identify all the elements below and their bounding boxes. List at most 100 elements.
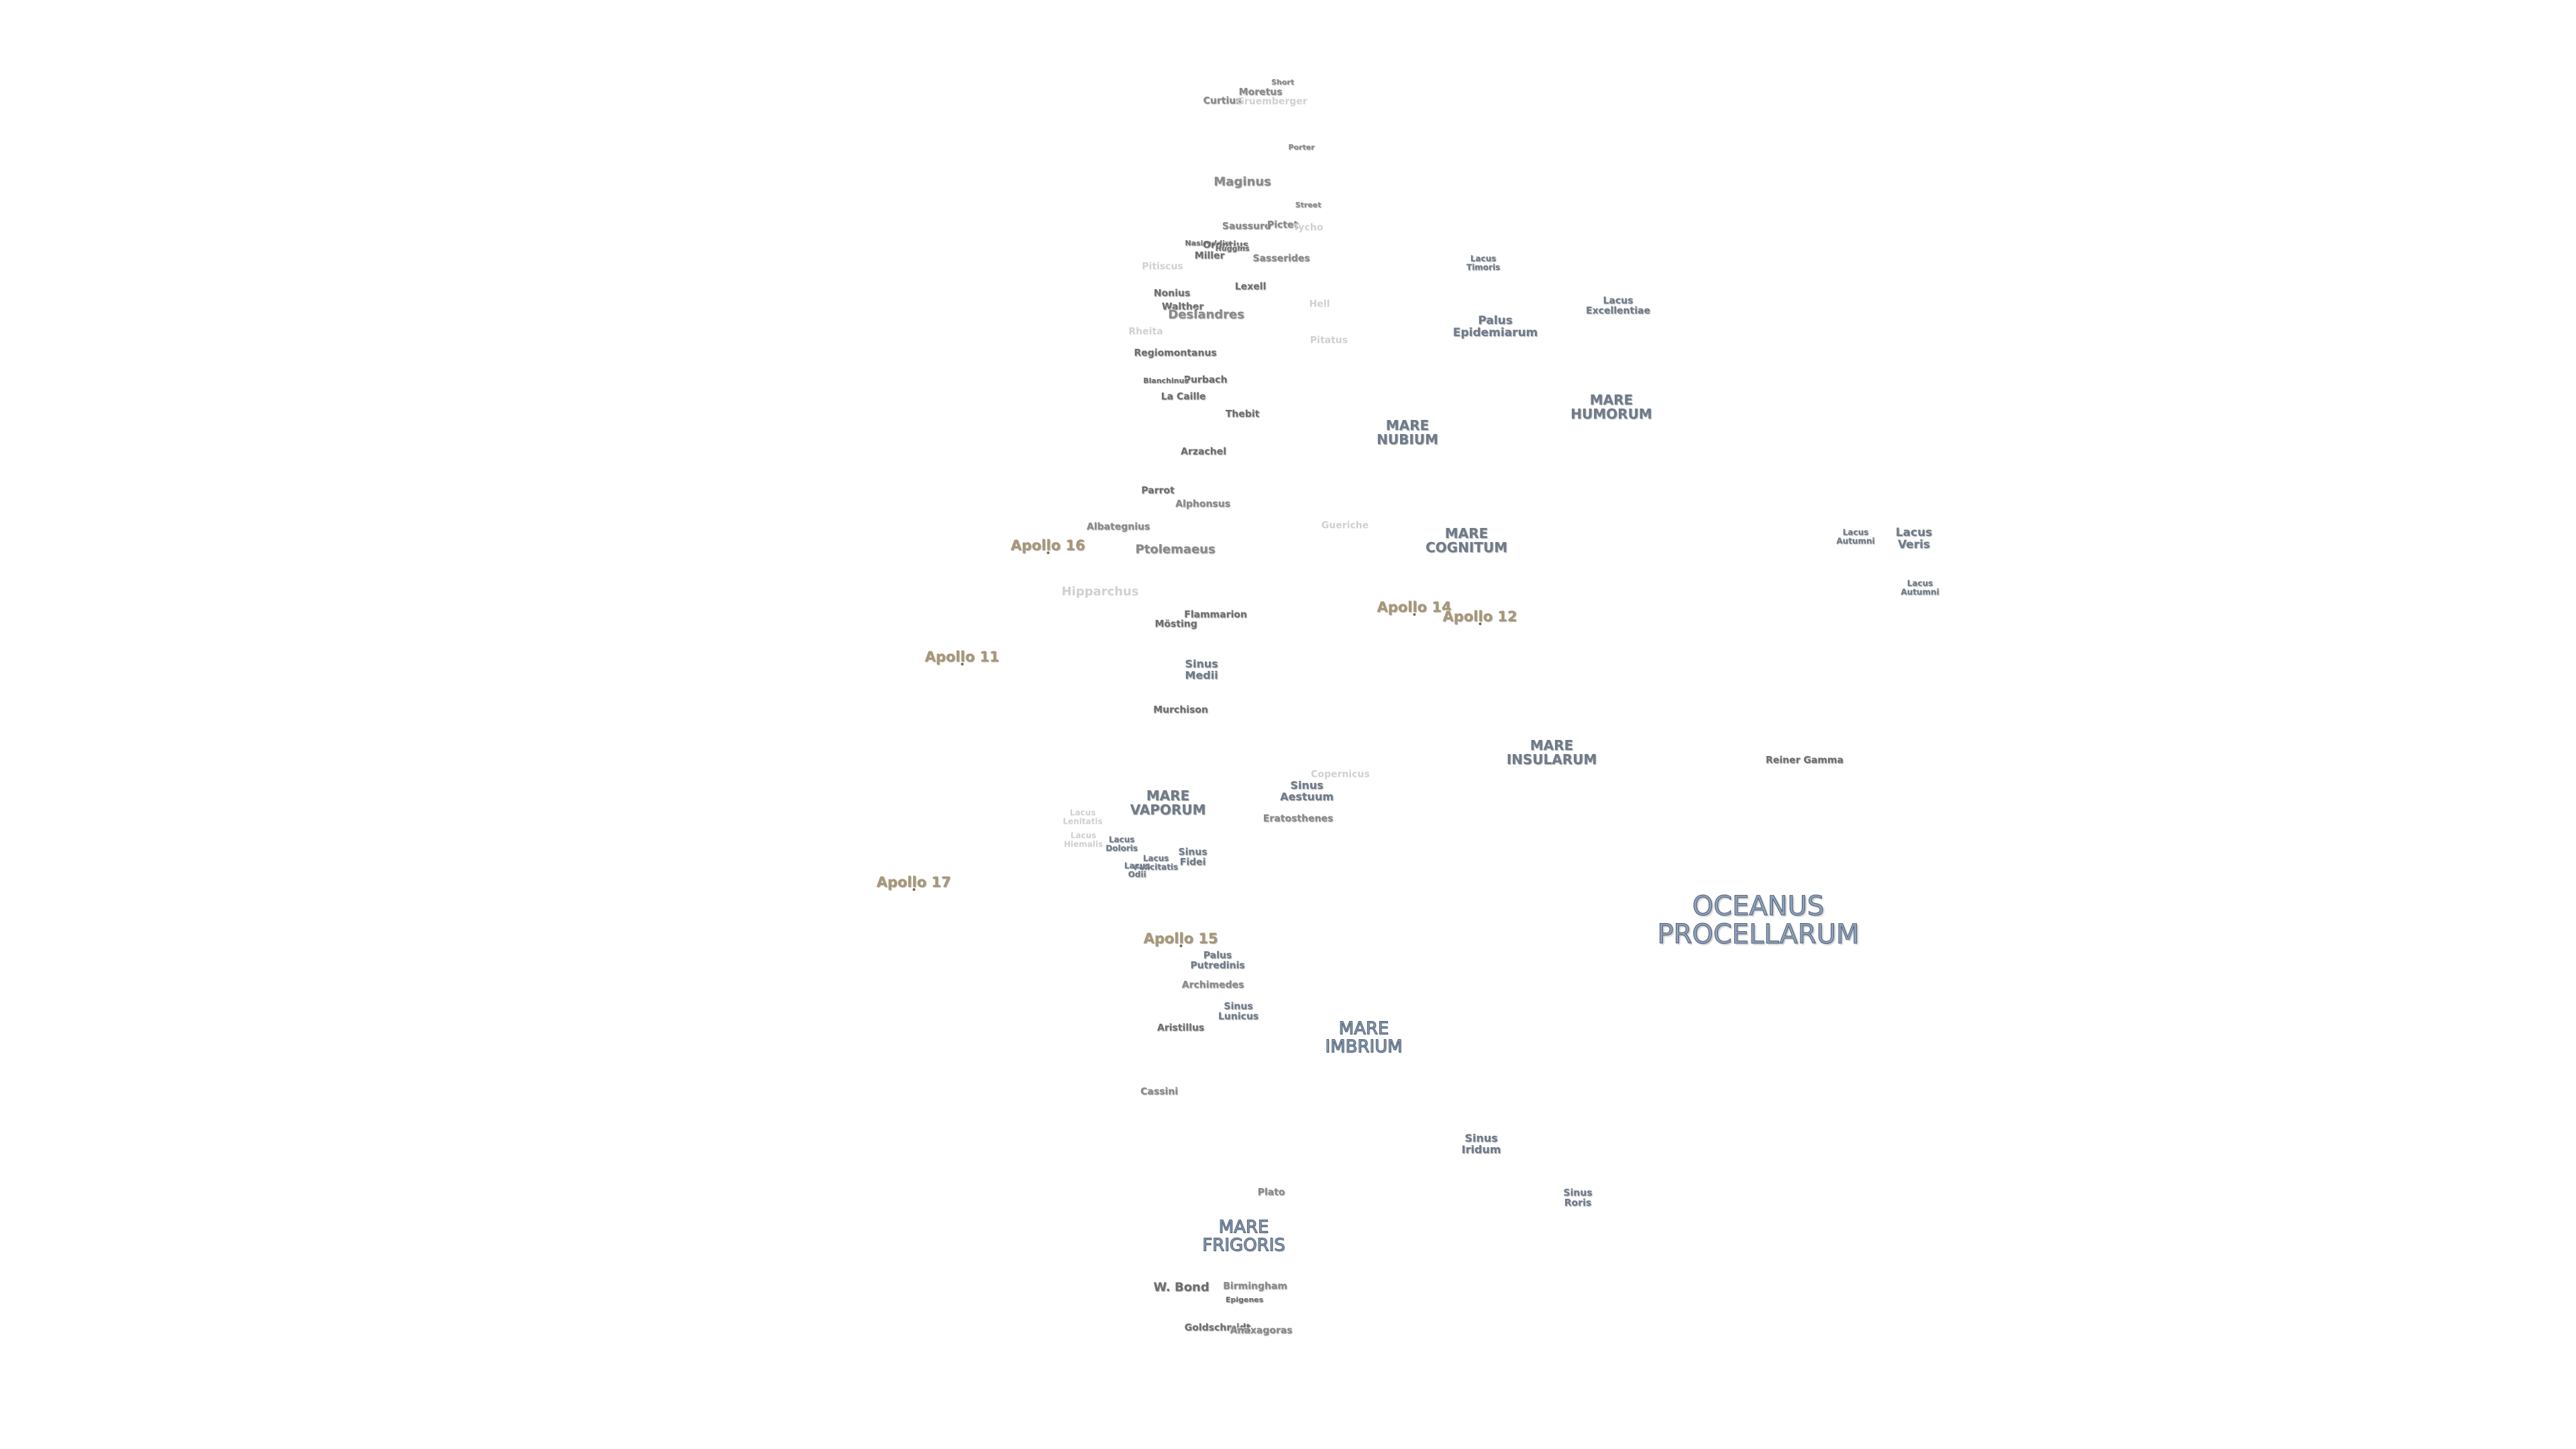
map-label-crater-flammarion: Flammarion xyxy=(1184,610,1247,621)
label-text: Flammarion xyxy=(1184,609,1247,621)
map-label-crater-hipparchus: Hipparchus xyxy=(1061,586,1138,599)
label-text: Sinus Aestuum xyxy=(1280,779,1334,803)
map-label-crater-alphonsus: Alphonsus xyxy=(1175,499,1230,510)
label-text: MARE NUBIUM xyxy=(1377,417,1438,447)
label-text: Apollo 15 xyxy=(1143,930,1218,947)
label-text: Sinus Medii xyxy=(1185,657,1218,682)
label-text: Lacus Hiemalis xyxy=(1063,830,1104,849)
map-label-crater-albategnius: Albategnius xyxy=(1086,521,1150,533)
label-text: Street xyxy=(1295,201,1322,210)
label-text: Lacus Autumni xyxy=(1836,527,1875,545)
map-label-apollo-17: Apollo 17 xyxy=(876,873,951,892)
map-label-oceanus-procellarum: OCEANUS PROCELLARUM xyxy=(1657,891,1860,950)
map-label-sinus-iridum: Sinus Iridum xyxy=(1462,1132,1501,1156)
label-text: Lacus Veris xyxy=(1895,526,1933,551)
map-label-mare-insularum: MARE INSULARUM xyxy=(1507,739,1597,767)
map-label-crater-eratosthenes: Eratosthenes xyxy=(1263,814,1334,824)
map-label-lacus-autumni-2: Lacus Autumni xyxy=(1900,579,1939,596)
label-text: Sinus Fidei xyxy=(1178,847,1208,867)
label-text: Plato xyxy=(1257,1187,1285,1198)
map-label-crater-pitatus: Pitatus xyxy=(1310,335,1348,346)
map-label-crater-walther: Walther xyxy=(1162,302,1203,313)
label-text: Gueriche xyxy=(1321,520,1369,531)
label-text: Mösting xyxy=(1155,619,1197,630)
map-label-crater-nasireddin: Nasireddin xyxy=(1185,239,1230,248)
label-text: Pictet xyxy=(1267,219,1299,231)
label-text: Thebit xyxy=(1225,409,1260,420)
map-label-mare-humorum: MARE HUMORUM xyxy=(1570,393,1652,421)
map-label-mare-nubium: MARE NUBIUM xyxy=(1377,419,1438,447)
map-label-sinus-aestuum: Sinus Aestuum xyxy=(1280,780,1334,803)
label-text: Miller xyxy=(1194,250,1225,262)
label-text: Lexell xyxy=(1234,281,1267,292)
map-label-crater-pitiscus: Pitiscus xyxy=(1142,262,1183,272)
map-label-crater-thebit: Thebit xyxy=(1225,409,1260,420)
map-label-lacus-doloris: Lacus Doloris xyxy=(1106,835,1138,852)
map-label-mare-vaporum: MARE VAPORUM xyxy=(1130,789,1206,817)
label-text: Nasireddin xyxy=(1185,239,1230,248)
label-text: Tycho xyxy=(1293,222,1324,233)
map-label-crater-sasserides: Sasserides xyxy=(1252,254,1309,264)
map-label-apollo-14: Apollo 14 xyxy=(1377,598,1452,616)
map-label-crater-ptolemaeus: Ptolemaeus xyxy=(1135,542,1216,557)
map-label-crater-w-bond: W. Bond xyxy=(1153,1280,1210,1295)
map-label-crater-saussure: Saussure xyxy=(1222,221,1271,232)
label-text: Lacus Lenitatis xyxy=(1063,808,1103,826)
map-label-crater-porter: Porter xyxy=(1288,144,1314,152)
map-label-crater-miller: Miller xyxy=(1194,250,1225,262)
map-label-apollo-16: Apollo 16 xyxy=(1010,537,1085,555)
label-text: Sinus Roris xyxy=(1563,1187,1593,1208)
label-text: Curtius xyxy=(1203,95,1242,107)
label-text: Ptolemaeus xyxy=(1135,542,1216,557)
label-text: Apollo 12 xyxy=(1442,608,1517,625)
label-text: Gruemberger xyxy=(1236,96,1307,107)
map-label-sinus-medii: Sinus Medii xyxy=(1185,657,1218,682)
map-label-lacus-timoris: Lacus Timoris xyxy=(1466,254,1500,271)
label-text: MARE COGNITUM xyxy=(1425,525,1508,555)
label-text: Archimedes xyxy=(1181,979,1244,991)
label-text: Eratosthenes xyxy=(1263,813,1334,824)
label-text: Hipparchus xyxy=(1061,584,1139,599)
map-label-crater-birmingham: Birmingham xyxy=(1223,1281,1287,1292)
map-label-lacus-hiemalis: Lacus Hiemalis xyxy=(1064,831,1103,848)
label-text: Porter xyxy=(1288,143,1315,152)
label-text: Aristillus xyxy=(1157,1022,1205,1034)
map-label-crater-plato: Plato xyxy=(1257,1187,1285,1198)
label-text: Reiner Gamma xyxy=(1766,755,1843,766)
map-label-crater-gueriche: Gueriche xyxy=(1322,521,1368,531)
map-label-mare-imbrium: MARE IMBRIUM xyxy=(1325,1019,1403,1057)
map-label-sinus-fidei: Sinus Fidei xyxy=(1178,847,1207,867)
label-text: Apollo 14 xyxy=(1377,598,1452,615)
label-text: MARE FRIGORIS xyxy=(1202,1217,1286,1256)
map-label-crater-murchison: Murchison xyxy=(1153,705,1208,716)
label-text: Albategnius xyxy=(1086,521,1150,533)
label-text: Apollo 17 xyxy=(876,873,951,890)
map-label-palus-putredinis: Palus Putredinis xyxy=(1190,951,1244,970)
label-text: Huggins xyxy=(1215,244,1250,254)
label-text: Parrot xyxy=(1141,485,1175,496)
map-label-crater-huggins: Huggins xyxy=(1216,245,1250,253)
label-text: Cassini xyxy=(1140,1086,1178,1097)
label-text: Purbach xyxy=(1183,374,1228,386)
map-label-crater-pictet: Pictet xyxy=(1267,219,1299,231)
label-text: Pitiscus xyxy=(1142,261,1183,272)
map-label-crater-regiomontanus: Regiomontanus xyxy=(1134,348,1216,359)
map-label-lacus-lenitatis: Lacus Lenitatis xyxy=(1063,808,1102,825)
map-label-crater-copernicus: Copernicus xyxy=(1311,769,1370,780)
map-label-lacus-excellentiae: Lacus Excellentiae xyxy=(1586,296,1650,315)
label-text: Nonius xyxy=(1153,288,1191,299)
label-text: Apollo 16 xyxy=(1010,537,1085,553)
label-text: OCEANUS PROCELLARUM xyxy=(1657,891,1860,950)
map-label-crater-blanchinus: Blanchinus xyxy=(1143,377,1189,385)
label-text: W. Bond xyxy=(1153,1280,1210,1295)
map-label-crater-goldschmidt: Goldschmidt xyxy=(1185,1323,1251,1334)
map-label-crater-mosting: Mösting xyxy=(1155,619,1197,630)
label-text: Hell xyxy=(1309,299,1330,310)
label-text: Lacus Odii xyxy=(1124,861,1150,879)
map-label-crater-nonius: Nonius xyxy=(1153,288,1191,299)
map-label-crater-cassini: Cassini xyxy=(1140,1087,1178,1097)
map-label-mare-cognitum: MARE COGNITUM xyxy=(1426,527,1507,555)
label-text: Lacus Timoris xyxy=(1466,254,1501,272)
map-label-apollo-15: Apollo 15 xyxy=(1143,930,1218,948)
